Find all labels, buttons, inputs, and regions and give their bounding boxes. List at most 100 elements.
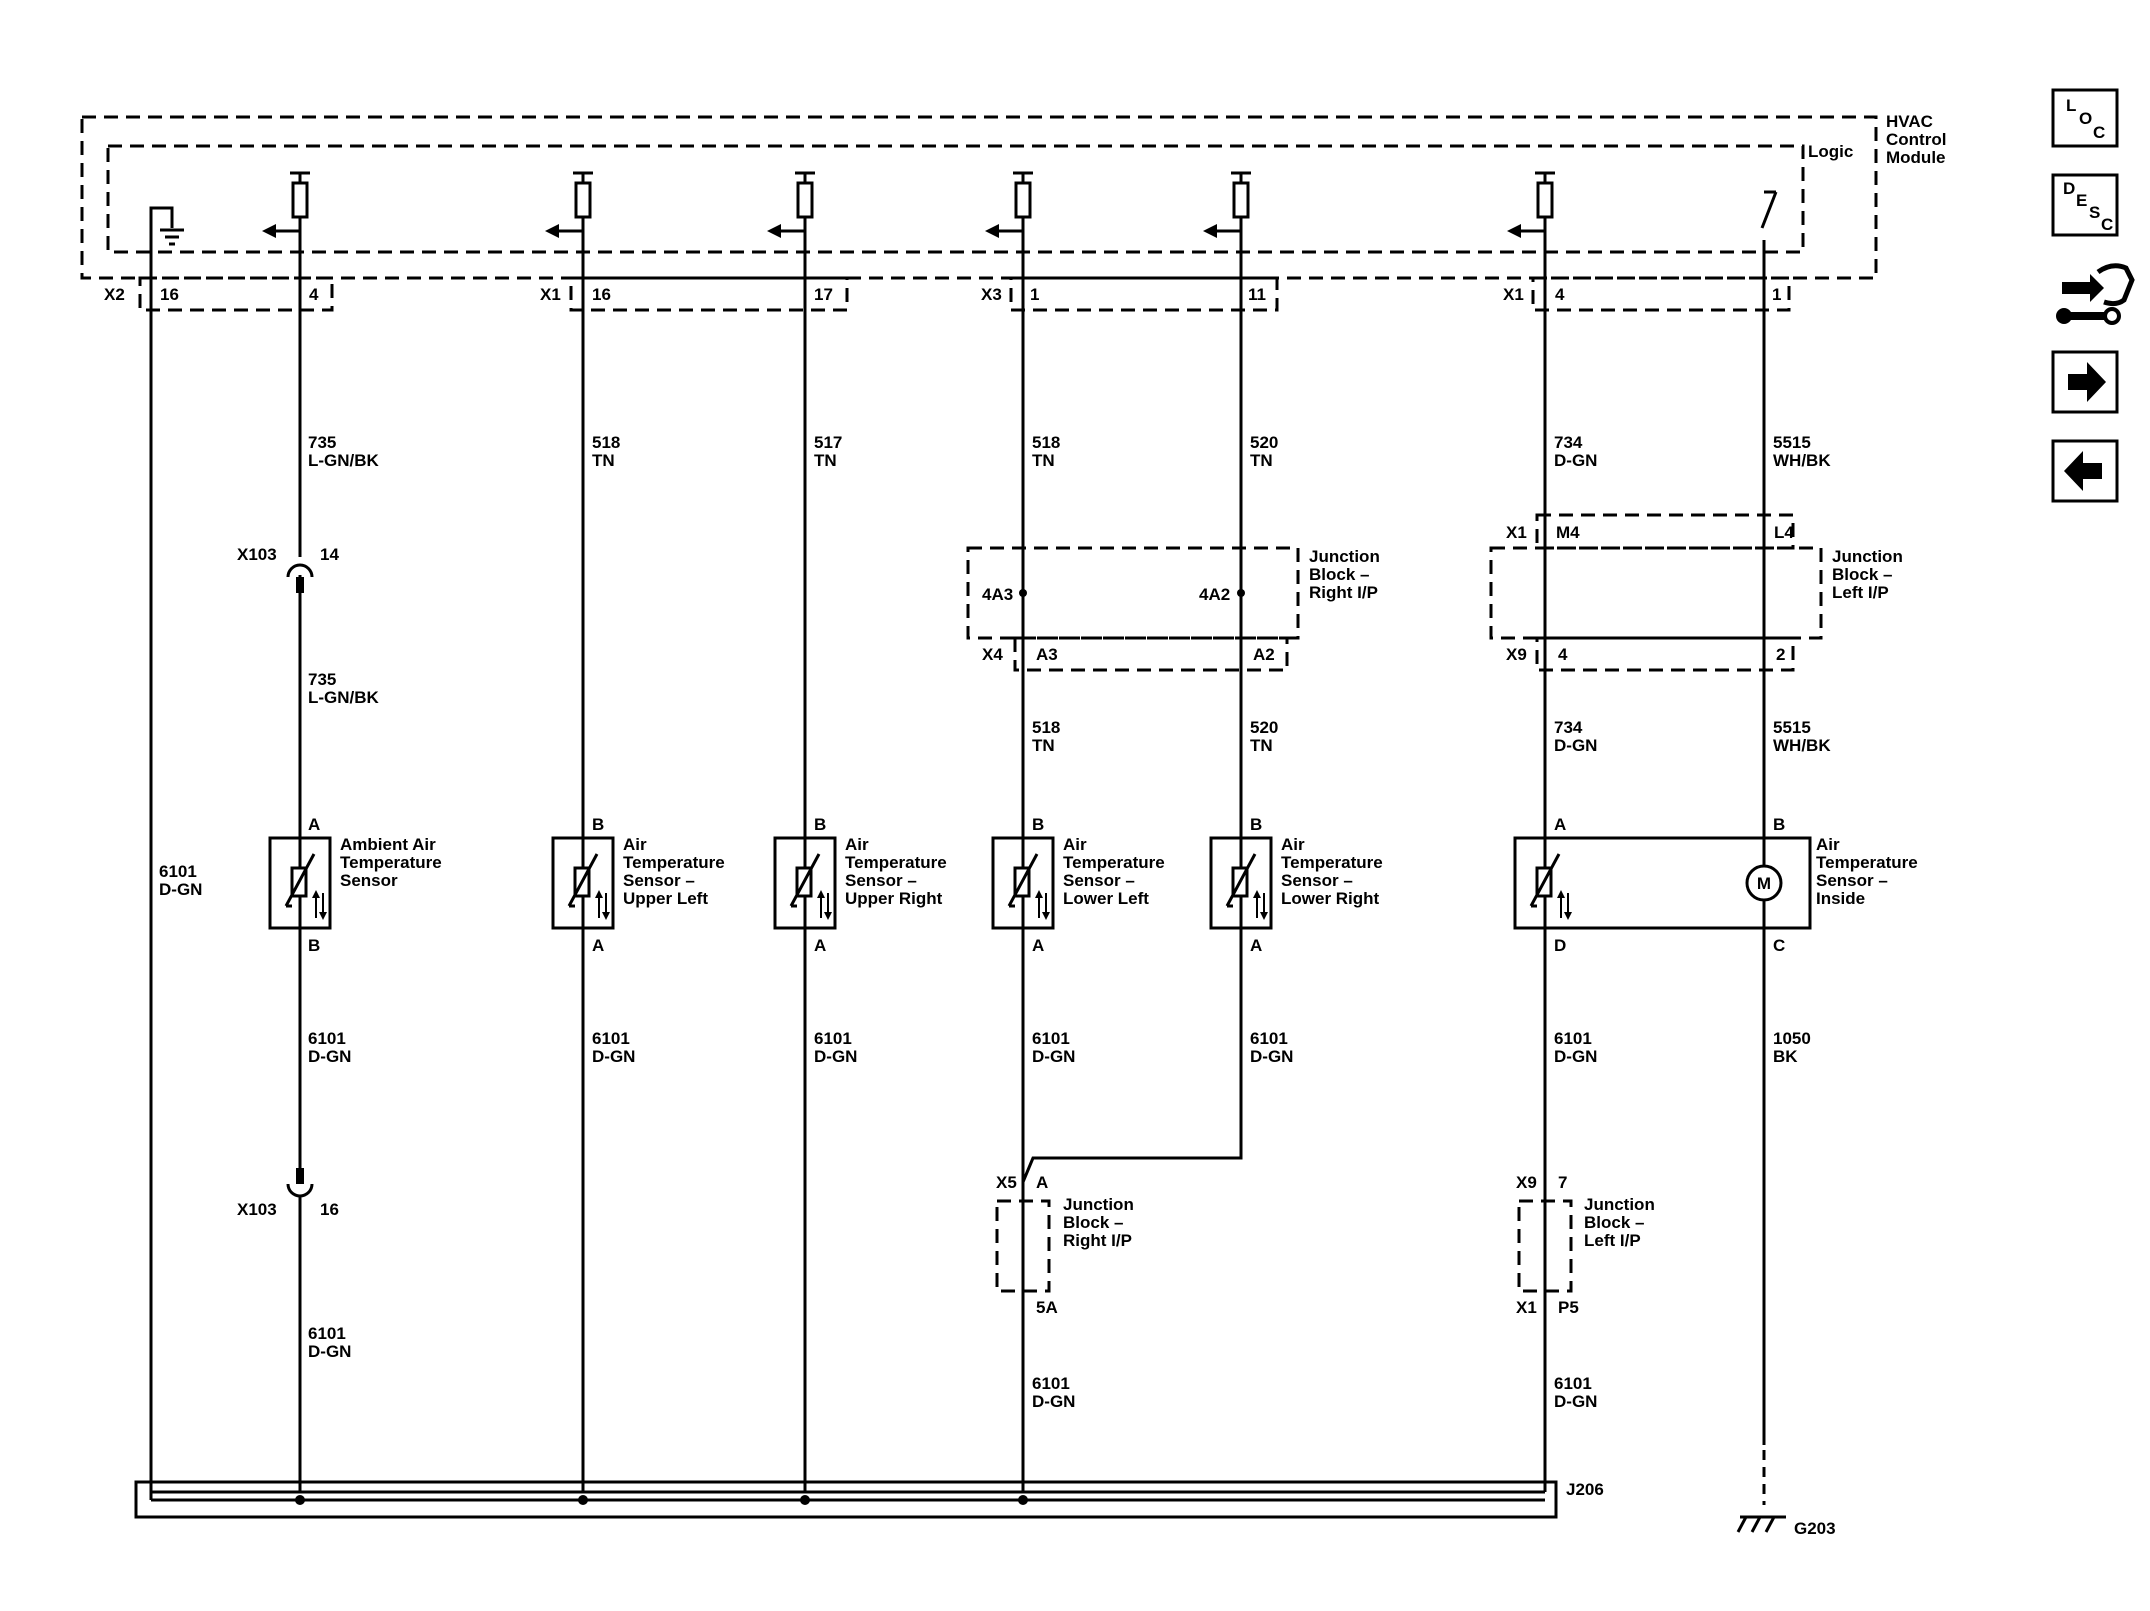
resistor-icon — [262, 171, 310, 295]
connector-x1: X1 — [1503, 285, 1524, 304]
pin-label: A — [1554, 815, 1566, 834]
pin-label: 2 — [1776, 645, 1785, 664]
pin-label: 16 — [592, 285, 611, 304]
sensor-name-line4: Upper Left — [623, 889, 708, 908]
module-ground-icon — [149, 206, 184, 295]
loc-letter: O — [2079, 109, 2092, 128]
pin-label: 4 — [1555, 285, 1565, 304]
pin-label: D — [1554, 936, 1566, 955]
motor-label: M — [1757, 874, 1771, 893]
sensor-lower-left: B A Air Temperature Sensor – Lower Left — [991, 815, 1165, 955]
wire-circuit: 6101 — [1250, 1029, 1288, 1048]
logic-label: Logic — [1808, 142, 1853, 161]
sensor-inside: M A B D C Air Temperature Sensor – Insid… — [1513, 815, 1918, 955]
wire-color: D-GN — [1032, 1392, 1075, 1411]
pin-label: B — [1032, 815, 1044, 834]
junction-block-right-ip: 4A3 4A2 X4 A3 A2 Junction Block – Right … — [966, 546, 1380, 672]
bidirectional-arrow-icon — [1253, 890, 1268, 920]
pin-label: A — [308, 815, 320, 834]
resistor-icon — [1203, 171, 1251, 295]
pin-label: 17 — [814, 285, 833, 304]
wire-color: D-GN — [814, 1047, 857, 1066]
loc-button[interactable]: L O C — [2051, 88, 2119, 148]
block-name-line1: Junction — [1309, 547, 1380, 566]
resistor-icon — [545, 171, 593, 295]
motor-icon — [1745, 864, 1783, 902]
inline-connector-x103: X103 14 X103 16 — [237, 545, 339, 1219]
sensor-name-line4: Upper Right — [845, 889, 943, 908]
wire-color: D-GN — [1554, 736, 1597, 755]
wire-circuit: 6101 — [814, 1029, 852, 1048]
block-name-line1: Junction — [1584, 1195, 1655, 1214]
pin-label: 1 — [1772, 285, 1781, 304]
pin-label: A — [1032, 936, 1044, 955]
desc-letter: E — [2076, 191, 2087, 210]
pin-label: A — [1036, 1173, 1048, 1192]
wire-circuit: 517 — [814, 433, 842, 452]
module-connectors: X2 16 4 X1 16 17 X3 1 11 X1 4 1 — [104, 276, 1791, 312]
previous-arrow-button[interactable] — [2051, 439, 2119, 503]
wire-color: D-GN — [1554, 1392, 1597, 1411]
bidirectional-arrow-icon — [1557, 890, 1572, 920]
block-name-line2: Block – — [1309, 565, 1369, 584]
pin-label: A — [592, 936, 604, 955]
junction-block-right-ip-lower: X5 A 5A Junction Block – Right I/P — [995, 1173, 1134, 1317]
connector-label: X5 — [996, 1173, 1017, 1192]
switch-icon — [1760, 190, 1778, 295]
wire-color: BK — [1773, 1047, 1798, 1066]
block-name-line1: Junction — [1063, 1195, 1134, 1214]
desc-button[interactable]: D E S C — [2051, 173, 2119, 237]
wire-circuit: 520 — [1250, 433, 1278, 452]
wire-color: D-GN — [1554, 451, 1597, 470]
wire-color: WH/BK — [1773, 736, 1831, 755]
bidirectional-arrow-icon — [595, 890, 610, 920]
junction-block-left-ip-lower: X9 7 X1 P5 Junction Block – Left I/P — [1516, 1173, 1655, 1317]
wire-circuit: 6101 — [1554, 1029, 1592, 1048]
wire-color: L-GN/BK — [308, 451, 380, 470]
wire-circuit: 1050 — [1773, 1029, 1811, 1048]
sensor-name-line3: Sensor — [340, 871, 398, 890]
connector-repair-icon[interactable] — [2056, 263, 2135, 325]
chassis-ground-icon: G203 — [1736, 1515, 1836, 1538]
wire-color: TN — [1250, 736, 1273, 755]
wire-circuit: 735 — [308, 670, 336, 689]
sensor-name-line4: Lower Right — [1281, 889, 1380, 908]
sensor-name-line3: Sensor – — [845, 871, 917, 890]
wire-circuit: 6101 — [592, 1029, 630, 1048]
wire-labels-upper: 735 L-GN/BK 518 TN 517 TN 518 TN 520 TN … — [308, 433, 1831, 470]
sensor-name-line1: Air — [623, 835, 647, 854]
resistor-icon — [1507, 171, 1555, 295]
sensor-name-line1: Air — [1281, 835, 1305, 854]
sensor-ambient: A B Ambient Air Temperature Sensor — [268, 815, 442, 955]
wire-color: D-GN — [308, 1342, 351, 1361]
wire-labels-lower: 6101 D-GN 6101 D-GN 6101 D-GN 6101 D-GN … — [308, 1029, 1811, 1066]
sensor-upper-right: B A Air Temperature Sensor – Upper Right — [773, 815, 947, 955]
connector-x2: X2 — [104, 285, 125, 304]
sensor-name-line4: Lower Left — [1063, 889, 1149, 908]
sensor-name-line2: Temperature — [623, 853, 725, 872]
pin-label: B — [1773, 815, 1785, 834]
desc-letter: S — [2089, 203, 2100, 222]
next-arrow-button[interactable] — [2051, 350, 2119, 414]
module-name-line3: Module — [1886, 148, 1946, 167]
sensor-name-line1: Ambient Air — [340, 835, 436, 854]
sensor-name-line1: Air — [845, 835, 869, 854]
block-name-line3: Right I/P — [1063, 1231, 1132, 1250]
wire-labels-mid: 518 TN 520 TN 734 D-GN 5515 WH/BK — [1032, 718, 1831, 755]
wire-color: D-GN — [1554, 1047, 1597, 1066]
bidirectional-arrow-icon — [817, 890, 832, 920]
splice-label: J206 — [1566, 1480, 1604, 1499]
connector-x3: X3 — [981, 285, 1002, 304]
sensor-name-line3: Sensor – — [1063, 871, 1135, 890]
wire-circuit: 735 — [308, 433, 336, 452]
wire-color: TN — [1032, 736, 1055, 755]
block-name-line1: Junction — [1832, 547, 1903, 566]
wire-circuit: 6101 — [1032, 1374, 1070, 1393]
wire-color: D-GN — [308, 1047, 351, 1066]
wire-color: TN — [814, 451, 837, 470]
sensor-name-line3: Sensor – — [623, 871, 695, 890]
connector-label: X9 — [1506, 645, 1527, 664]
hvac-control-module: HVAC Control Module Logic — [80, 112, 1946, 295]
wire-circuit: 518 — [592, 433, 620, 452]
